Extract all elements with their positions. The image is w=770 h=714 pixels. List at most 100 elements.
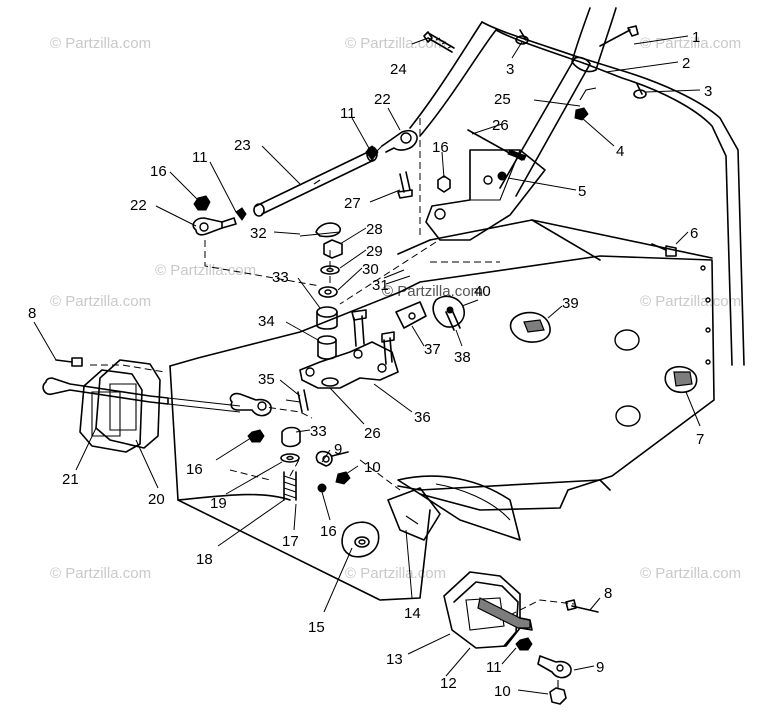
watermark: © Partzilla.com: [155, 262, 256, 279]
callout-16: 16: [150, 163, 167, 180]
callout-11: 11: [340, 105, 356, 122]
callout-3: 3: [506, 61, 514, 78]
watermark: © Partzilla.com: [382, 283, 483, 300]
bushing-39: [509, 311, 551, 343]
bolt-38: [445, 309, 461, 331]
callout-13: 13: [386, 651, 403, 668]
callout-10: 10: [494, 683, 511, 700]
callout-19: 19: [210, 495, 227, 512]
callout-16: 16: [432, 139, 449, 156]
callout-10: 10: [364, 459, 381, 476]
watermark: © Partzilla.com: [50, 35, 151, 52]
callout-9: 9: [596, 659, 604, 676]
callout-6: 6: [690, 225, 698, 242]
nut-16-bracket: [437, 175, 451, 193]
washer-15: [341, 521, 380, 558]
callout-31: 31: [372, 277, 389, 294]
callout-14: 14: [404, 605, 421, 622]
callout-22: 22: [374, 91, 391, 108]
cap-7: [664, 365, 698, 394]
callout-37: 37: [424, 341, 441, 358]
callout-33: 33: [272, 269, 289, 286]
callout-30: 30: [362, 261, 379, 278]
spindle-plates-left: [79, 359, 161, 453]
callout-22: 22: [130, 197, 147, 214]
nut-9-10-center: [315, 450, 351, 493]
nut-16-lower-left: [247, 429, 265, 443]
bolt-8-right: [565, 599, 599, 613]
jam-nut-11-left: [235, 207, 247, 221]
watermark: © Partzilla.com: [345, 35, 446, 52]
callout-27: 27: [344, 195, 361, 212]
callout-2: 2: [682, 55, 690, 72]
bolt-27: [397, 171, 413, 199]
callout-28: 28: [366, 221, 383, 238]
watermark: © Partzilla.com: [345, 565, 446, 582]
skid-pan: [387, 475, 521, 541]
watermark: © Partzilla.com: [640, 565, 741, 582]
callout-33: 33: [310, 423, 327, 440]
callout-29: 29: [366, 243, 383, 260]
callout-16: 16: [320, 523, 337, 540]
callout-36: 36: [414, 409, 431, 426]
bolt-8-left: [55, 357, 83, 367]
callout-40: 40: [474, 283, 491, 300]
callout-11: 11: [486, 659, 502, 676]
callout-26: 26: [364, 425, 381, 442]
callout-34: 34: [258, 313, 275, 330]
tie-rod-end-35: [229, 392, 301, 417]
callout-35: 35: [258, 371, 275, 388]
washer-33-lower: [280, 426, 301, 463]
nut-11-right: [515, 637, 533, 651]
handlebar: [409, 7, 745, 366]
callout-38: 38: [454, 349, 471, 366]
callout-23: 23: [234, 137, 251, 154]
assembly-guide-lines: [90, 118, 575, 621]
callout-4: 4: [616, 143, 624, 160]
callout-21: 21: [62, 471, 79, 488]
frame-plate: [169, 219, 715, 601]
watermarks: © Partzilla.com © Partzilla.com © Partzi…: [50, 35, 741, 582]
callout-labels: 1 2 3 3 4 5 6 7 8 8 9 9 10 10 11 11 11 1…: [28, 29, 712, 700]
callout-5: 5: [578, 183, 586, 200]
callout-11: 11: [192, 149, 208, 166]
bushing-stack: [316, 239, 343, 360]
spring-pin-18: [283, 471, 297, 501]
callout-7: 7: [696, 431, 704, 448]
callout-16: 16: [186, 461, 203, 478]
callout-18: 18: [196, 551, 213, 568]
watermark: © Partzilla.com: [640, 293, 741, 310]
clamp-37: [395, 301, 427, 329]
callout-32: 32: [250, 225, 267, 242]
bolts-31-38: [351, 269, 411, 365]
post-bracket: [425, 129, 546, 241]
bushing-40: [432, 295, 465, 328]
nut-10-right: [549, 680, 567, 705]
callout-24: 24: [390, 61, 407, 78]
jam-nut-11-right: [365, 145, 379, 161]
nut-4: [574, 87, 597, 121]
rod-end-22-upper: [375, 129, 418, 153]
callout-25: 25: [494, 91, 511, 108]
watermark: © Partzilla.com: [640, 35, 741, 52]
bolt-24: [423, 31, 455, 53]
rod-end-9-right: [537, 655, 572, 679]
bolt-6: [651, 243, 677, 257]
callout-3: 3: [704, 83, 712, 100]
spindle-shaft-right: [477, 597, 533, 631]
watermark: © Partzilla.com: [50, 293, 151, 310]
callout-8: 8: [604, 585, 612, 602]
callout-9: 9: [334, 441, 342, 458]
callout-8: 8: [28, 305, 36, 322]
tie-rod-left: [42, 377, 241, 413]
callout-17: 17: [282, 533, 299, 550]
leader-lines: [33, 35, 701, 695]
steering-arm: [299, 341, 399, 389]
watermark: © Partzilla.com: [50, 565, 151, 582]
callout-12: 12: [440, 675, 457, 692]
callout-1: 1: [692, 29, 700, 46]
steering-post: [499, 56, 591, 197]
bolt-1: [599, 25, 639, 47]
